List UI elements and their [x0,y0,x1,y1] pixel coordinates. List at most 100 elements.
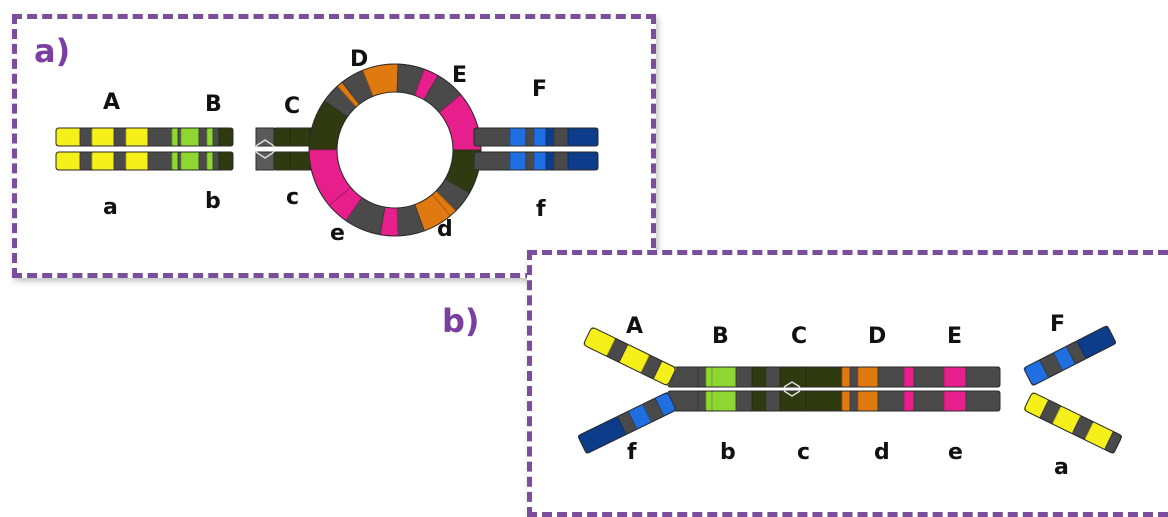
locus-label-top: C [284,94,300,119]
chromatid-outline [55,151,234,171]
chromatid-outline [583,327,676,386]
arm-f [578,392,677,454]
chromosome-band [711,366,737,388]
chromatid-middle [667,390,1001,412]
chromosome-band [273,151,291,171]
chromosome-band [55,151,81,171]
chromosome-band [735,390,753,412]
chromosome-band [289,127,311,147]
locus-label-bottom: f [627,440,637,465]
chromosome-band [751,366,767,388]
chromosome-band [273,127,291,147]
chromosome-band [877,390,905,412]
chromosome-band [171,151,179,171]
chromosome-band [79,151,93,171]
panel-b-label: b) [442,302,480,340]
locus-label-bottom: c [286,185,299,210]
locus-label-top: D [350,47,368,72]
chromosome-band [177,127,182,147]
translocation-cross-diagram [578,325,1122,454]
loop-center [336,91,454,209]
chromosome-band [509,127,527,147]
locus-label-bottom: d [874,440,890,465]
chromatid-outline [55,127,234,147]
chromatid-right-arm [473,151,599,171]
chromosome-band [705,366,713,388]
chromosome-band [553,127,569,147]
chromatid-outline [1024,326,1116,386]
chromosome-band [943,366,967,388]
chromosome-band [180,151,200,171]
centromere-constriction [783,381,801,397]
locus-label-bottom: f [536,197,546,222]
locus-label-bottom: b [205,189,221,214]
chromosome-band [180,127,200,147]
chromosome-band [913,366,945,388]
chromosome-band [206,151,214,171]
chromosome-band [545,151,555,171]
chromosome-band [525,127,535,147]
centromere [783,381,801,397]
chromosome-band [509,151,527,171]
chromosome-band [578,416,626,454]
locus-label-top: F [532,77,547,102]
chromosome-band [91,151,115,171]
panel-a-label: a) [34,32,71,70]
chromosome-band [877,366,905,388]
chromosome-band [857,366,879,388]
locus-label-top: D [868,324,886,349]
chromosome-band [289,151,311,171]
chromosome-band [965,366,1001,388]
locus-label-bottom: b [720,440,736,465]
locus-label-top: B [712,324,729,349]
locus-label-top: F [1050,312,1065,337]
chromosome-band [857,390,879,412]
chromatid-right-arm [473,127,599,147]
chromosome-band [567,151,599,171]
chromosome-band [765,390,781,412]
chromatid-outline [578,392,676,453]
chromosome-band [171,127,179,147]
locus-label-top: E [452,63,467,88]
chromatid-left-arm [55,151,234,171]
chromosome-band [473,151,511,171]
locus-label-top: A [626,314,643,339]
chromosome-band [177,151,182,171]
centromere-block [255,127,275,171]
chromosome-band [125,151,149,171]
chromosome-band [91,127,115,147]
centromere-constriction [255,139,275,159]
chromosome-band [533,127,547,147]
chromosome-band [779,366,807,388]
chromosome-band [545,127,555,147]
chromosome-band [553,151,569,171]
chromosome-band [218,151,234,171]
chromosome-band [711,390,737,412]
chromosome-band [903,390,915,412]
chromosome-band [943,390,967,412]
chromosome-band [525,151,535,171]
chromosome-band [125,127,149,147]
chromosome-band [113,127,127,147]
loop-outline [308,63,482,237]
locus-label-bottom: e [330,221,345,246]
chromosome-band [147,151,173,171]
chromosome-band [849,366,859,388]
chromosome-band [805,390,843,412]
locus-label-top: B [205,92,222,117]
locus-label-bottom: d [437,217,453,242]
chromatid-outline [1024,392,1122,453]
chromosome-band [805,366,843,388]
chromosome-band [79,127,93,147]
chromosome-band [765,366,781,388]
chromosome-band [567,127,599,147]
inversion-loop-diagram [55,63,599,237]
chromatid-left-arm [55,127,234,147]
chromosome-band [779,390,807,412]
chromatid-outline [473,127,599,147]
chromosome-band [965,390,1001,412]
chromosome-band [735,366,753,388]
locus-label-bottom: a [103,195,118,220]
locus-label-top: A [103,90,120,115]
chromosome-band [55,127,81,147]
